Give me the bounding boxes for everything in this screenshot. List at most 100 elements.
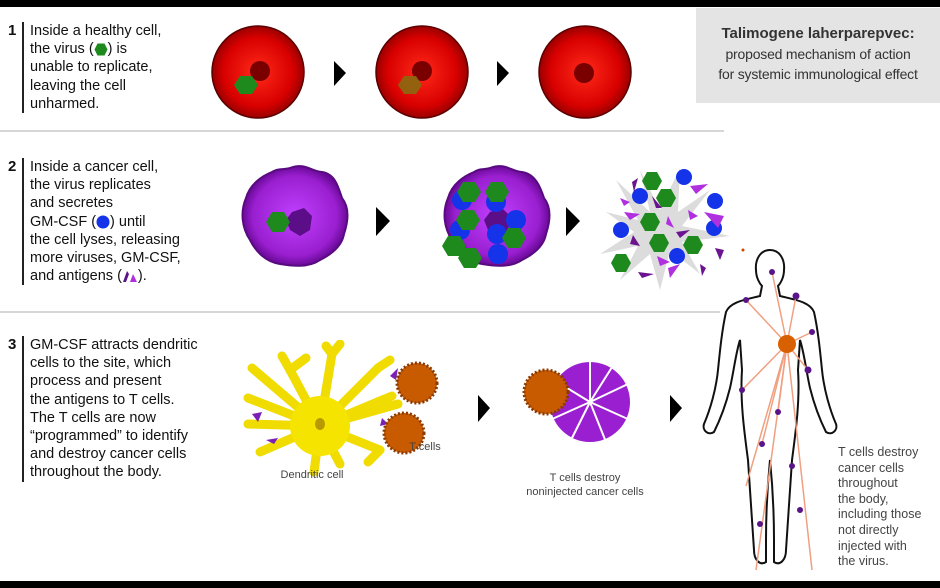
- arrow-right-icon: [478, 395, 490, 422]
- step-number: 3: [8, 336, 17, 353]
- title-subtitle-line1: proposed mechanism of action: [725, 46, 911, 62]
- virus-hexagon-icon: [457, 182, 481, 202]
- cancer-cell-sequence: [241, 165, 745, 290]
- step-text-part: Inside a cancer cell, the virus replicat…: [30, 159, 159, 230]
- virus-hexagon-icon: [398, 76, 422, 94]
- gm-csf-circle-icon: [96, 215, 110, 229]
- t-cell: [395, 361, 439, 405]
- virus-hexagon-icon: [485, 182, 509, 202]
- step-text: Inside a cancer cell, the virus replicat…: [22, 158, 181, 286]
- lysed-cancer-cell-burst: [600, 168, 745, 290]
- gm-csf-circle-icon: [488, 244, 508, 264]
- antigen-fragment-icon: [632, 178, 638, 192]
- antigen-fragment-icon: [252, 412, 262, 422]
- antigen-fragment-icon: [630, 235, 640, 246]
- antigen-fragment-icon: [620, 198, 630, 206]
- human-body-figure: [702, 248, 838, 571]
- virus-hexagon-icon: [234, 76, 258, 94]
- gm-csf-circle-icon: [632, 188, 648, 204]
- t-cell-paths: [741, 271, 813, 571]
- caption-line: noninjected cancer cells: [526, 486, 644, 498]
- virus-hexagon-icon: [656, 189, 676, 207]
- virus-hexagon-icon: [649, 234, 669, 252]
- step-number: 2: [8, 158, 17, 175]
- antigen-fragment-icon: [715, 248, 724, 260]
- caption-t-cells-destroy: T cells destroy noninjected cancer cells: [515, 471, 655, 499]
- step-text-part: ).: [137, 268, 147, 285]
- step-text-part: ) until the cell lyses, releasing more v…: [30, 213, 181, 285]
- antigen-fragment-icon: [638, 272, 654, 278]
- t-cell-hub: [778, 335, 796, 353]
- gm-csf-circle-icon: [707, 193, 723, 209]
- step-1: 1 Inside a healthy cell, the virus () is…: [8, 22, 162, 114]
- step-2: 2 Inside a cancer cell, the virus replic…: [8, 158, 181, 286]
- section-divider: [0, 311, 720, 313]
- cancer-cell-replicating: [442, 165, 551, 268]
- section-divider: [484, 130, 724, 132]
- healthy-cell-unharmed: [538, 25, 632, 119]
- arrow-right-icon: [497, 61, 509, 86]
- antigen-fragment-icon: [657, 256, 670, 266]
- gm-csf-circle-icon: [487, 224, 507, 244]
- antigen-fragment-icon: [266, 438, 278, 444]
- virus-hexagon-icon: [266, 212, 290, 232]
- antigen-fragment-icon: [666, 216, 674, 228]
- destroyed-cancer-cell: [522, 360, 631, 443]
- healthy-cell-sequence: [211, 25, 632, 119]
- gm-csf-circle-icon: [669, 248, 685, 264]
- step-text: GM-CSF attracts dendritic cells to the s…: [22, 336, 198, 482]
- virus-hexagon-icon: [502, 228, 526, 248]
- arrow-right-icon: [376, 207, 390, 236]
- title-heading: Talimogene laherparepvec:: [721, 25, 915, 42]
- arrow-right-icon: [566, 207, 580, 236]
- gm-csf-circle-icon: [613, 222, 629, 238]
- antigen-fragment-icon: [652, 196, 662, 208]
- virus-hexagon-icon: [640, 213, 660, 231]
- antigen-fragment-icon: [690, 184, 708, 194]
- virus-hexagon-icon: [611, 254, 631, 272]
- t-cell: [522, 368, 570, 416]
- gm-csf-circle-icon: [676, 169, 692, 185]
- antigen-fragment-icon: [700, 264, 706, 276]
- arrow-right-icon: [670, 395, 682, 422]
- healthy-cell-with-virus: [211, 25, 305, 119]
- dendritic-cell-nucleus: [315, 418, 325, 430]
- antigen-fragment-icon: [624, 212, 640, 220]
- title-box: Talimogene laherparepvec: proposed mecha…: [696, 8, 940, 103]
- step-text-part: ) is unable to replicate, leaving the ce…: [30, 41, 153, 112]
- cancer-cell-infected: [241, 165, 349, 267]
- section-divider: [0, 130, 484, 132]
- antigen-fragment-icon: [676, 230, 690, 238]
- healthy-cell-virus-degrading: [375, 25, 469, 119]
- caption-t-cells: T cells: [409, 441, 441, 453]
- t-cell: [382, 411, 426, 455]
- body-outline: [702, 248, 838, 565]
- title-subtitle-line2: for systemic immunological effect: [718, 66, 918, 82]
- caption-line: T cells destroy: [549, 472, 621, 484]
- antigen-fragment-icon: [380, 418, 388, 426]
- virus-hexagon-icon: [458, 248, 482, 268]
- antigen-fragment-icon: [122, 270, 137, 282]
- antigen-fragment-icon: [390, 368, 398, 380]
- virus-hexagon-icon: [683, 236, 703, 254]
- step-text: Inside a healthy cell, the virus () is u…: [22, 22, 162, 114]
- step-3: 3 GM-CSF attracts dendritic cells to the…: [8, 336, 198, 482]
- virus-hexagon-icon: [442, 236, 466, 256]
- immune-response-sequence: [243, 340, 682, 477]
- bottom-border: [0, 581, 940, 588]
- virus-hexagon-icon: [94, 43, 108, 56]
- antigen-fragment-icon: [668, 264, 680, 278]
- arrow-right-icon: [334, 61, 346, 86]
- top-border: [0, 0, 940, 7]
- tumor-sites: [739, 269, 815, 527]
- step-number: 1: [8, 22, 17, 39]
- t-cell-dot: [741, 248, 745, 252]
- antigen-fragment-icon: [688, 210, 698, 220]
- step-text-part: Inside a healthy cell, the virus (: [30, 23, 162, 58]
- gm-csf-circle-icon: [506, 210, 526, 230]
- virus-hexagon-icon: [456, 210, 480, 230]
- virus-hexagon-icon: [642, 172, 662, 190]
- caption-body: T cells destroy cancer cells throughout …: [838, 445, 922, 569]
- antigen-fragment-icon: [704, 212, 724, 228]
- caption-dendritic-cell: Dendritic cell: [280, 469, 344, 481]
